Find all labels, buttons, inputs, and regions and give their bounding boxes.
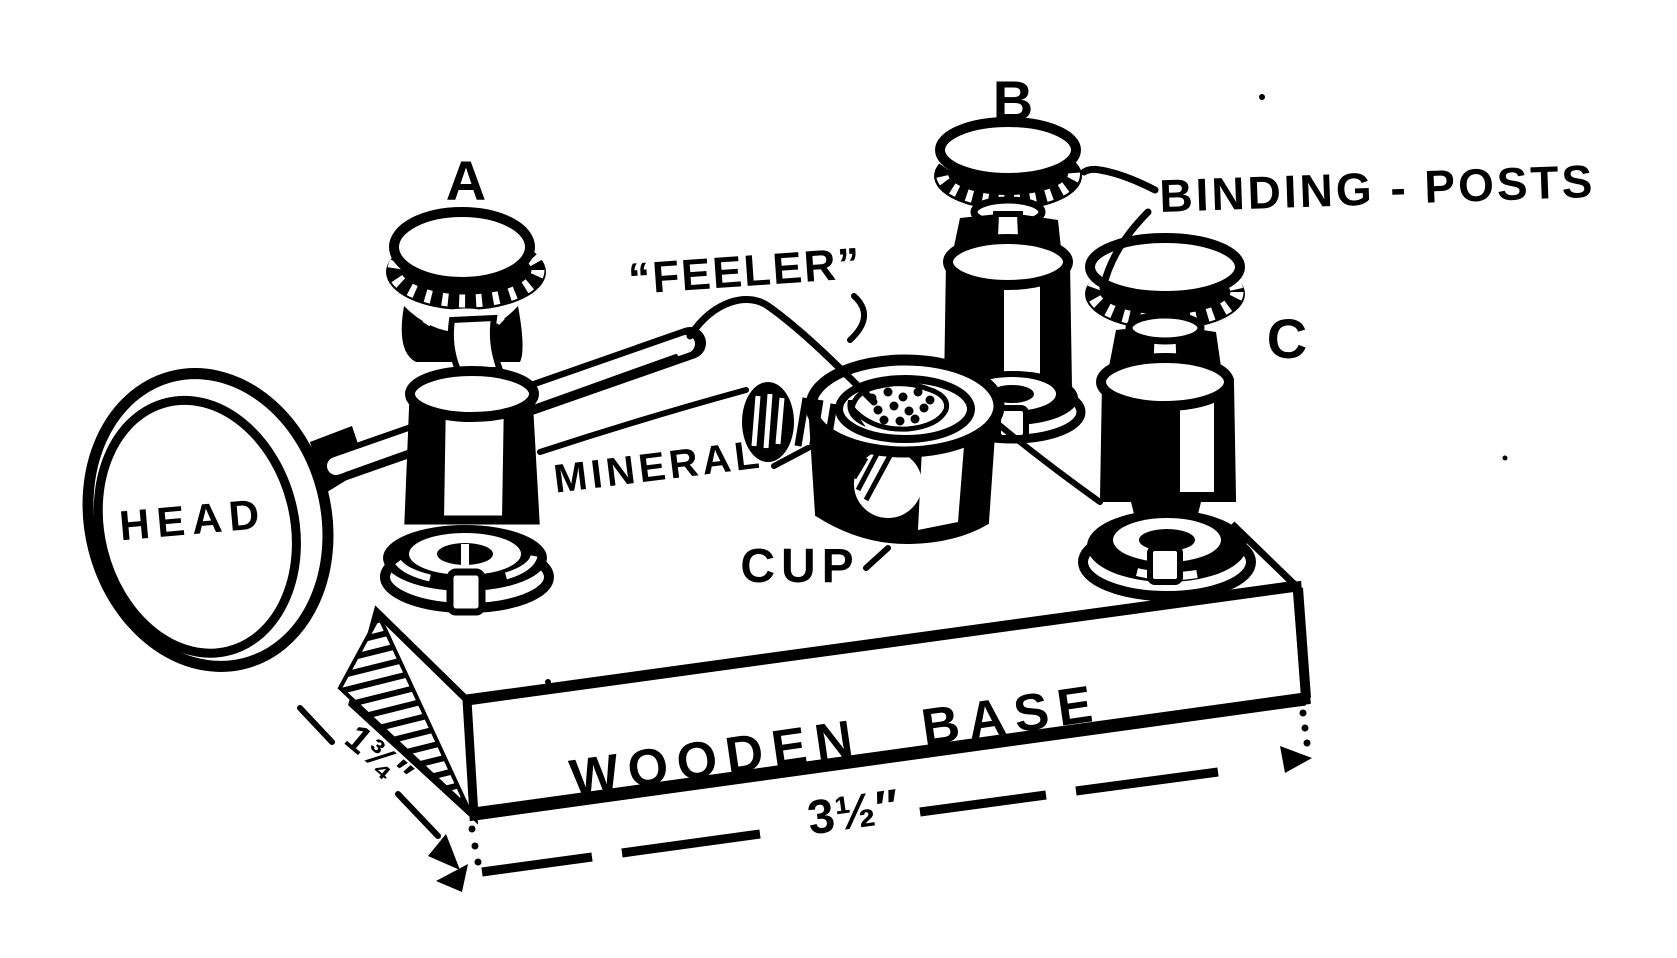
extension-dot bbox=[1299, 709, 1307, 717]
post-a-knurling bbox=[387, 232, 545, 308]
post-b-label: B bbox=[993, 69, 1035, 132]
base-top-front-edge bbox=[466, 580, 1298, 706]
binding-posts-leader-to-c bbox=[1099, 208, 1152, 292]
post-a-body-shade-left bbox=[409, 396, 446, 520]
extension-dot bbox=[1301, 724, 1309, 732]
length-dim-arrowhead-right bbox=[1280, 746, 1312, 773]
mineral-leader-line bbox=[771, 445, 811, 469]
cup-label: CUP bbox=[740, 540, 859, 593]
length-dim-label: 3½″ bbox=[804, 780, 903, 845]
post-b-thumbnut-top bbox=[935, 117, 1081, 183]
screw-thread bbox=[822, 403, 838, 453]
ball-shading bbox=[855, 450, 881, 492]
post-c-collar bbox=[1125, 311, 1205, 345]
head-knob: HEAD bbox=[82, 368, 366, 672]
mineral-shadow bbox=[847, 400, 866, 427]
head-face bbox=[93, 395, 301, 658]
feeler-wire bbox=[686, 296, 878, 406]
length-dim-arrowhead-left bbox=[436, 864, 468, 892]
mineral-crystal bbox=[849, 381, 950, 432]
post-a-stem bbox=[447, 314, 505, 373]
binding-post-c bbox=[1078, 233, 1256, 601]
cup-body-highlight bbox=[918, 446, 964, 530]
wooden-base: WOODEN BASE bbox=[337, 521, 1311, 825]
ball-shading bbox=[851, 456, 869, 480]
post-c-base-tab bbox=[1147, 545, 1183, 585]
ball-shading bbox=[863, 450, 895, 502]
base-bottom-front-edge bbox=[473, 692, 1306, 821]
length-dim-dash bbox=[481, 852, 593, 877]
post-a-flange-slot bbox=[504, 554, 538, 580]
mineral-cup bbox=[742, 354, 1005, 545]
screw-thread bbox=[808, 399, 824, 451]
wire-a-to-cup bbox=[537, 387, 749, 455]
depth-dim-arrowhead bbox=[428, 834, 460, 870]
feeler-leader-line bbox=[847, 293, 867, 343]
screw-head-knurl bbox=[763, 393, 773, 449]
post-c-label: C bbox=[1267, 307, 1309, 370]
binding-post-a bbox=[380, 207, 554, 616]
extension-dot bbox=[1303, 739, 1311, 747]
base-right-edge bbox=[1293, 587, 1311, 699]
dimension-length: 3½″ bbox=[436, 709, 1312, 892]
binding-posts-leader-to-b bbox=[1080, 165, 1159, 194]
post-a-thumbnut-top bbox=[389, 207, 535, 287]
extension-dot bbox=[468, 825, 476, 833]
post-a-flange-slot bbox=[395, 559, 431, 582]
ink-speck bbox=[1502, 455, 1508, 461]
screw-head-knurl bbox=[775, 397, 785, 445]
post-b-body-ring bbox=[943, 234, 1073, 290]
length-dim-dash bbox=[1075, 767, 1219, 796]
screw-thread bbox=[794, 397, 810, 447]
extension-dot bbox=[471, 842, 479, 850]
post-a-body-shade-right bbox=[502, 396, 535, 520]
post-c-body-ring bbox=[1096, 353, 1234, 411]
length-dim-dash bbox=[621, 829, 761, 858]
depth-dim-segment bbox=[395, 791, 441, 839]
post-a-label: A bbox=[446, 149, 488, 212]
ink-speck bbox=[545, 679, 551, 685]
ink-speck bbox=[1259, 94, 1265, 100]
length-dim-dash bbox=[919, 790, 1047, 817]
post-a-base-tab bbox=[446, 568, 486, 616]
post-a-body-ring bbox=[405, 366, 539, 422]
post-c-thumbnut-top bbox=[1085, 233, 1245, 301]
depth-dim-segment bbox=[297, 705, 335, 745]
cup-leader-line bbox=[863, 545, 891, 571]
base-shadow-hatching bbox=[337, 611, 470, 810]
post-c-knurling bbox=[1086, 256, 1244, 328]
screw-head-knurl bbox=[751, 395, 761, 447]
wire-cup-to-c bbox=[995, 421, 1103, 505]
extension-dot bbox=[474, 858, 482, 866]
